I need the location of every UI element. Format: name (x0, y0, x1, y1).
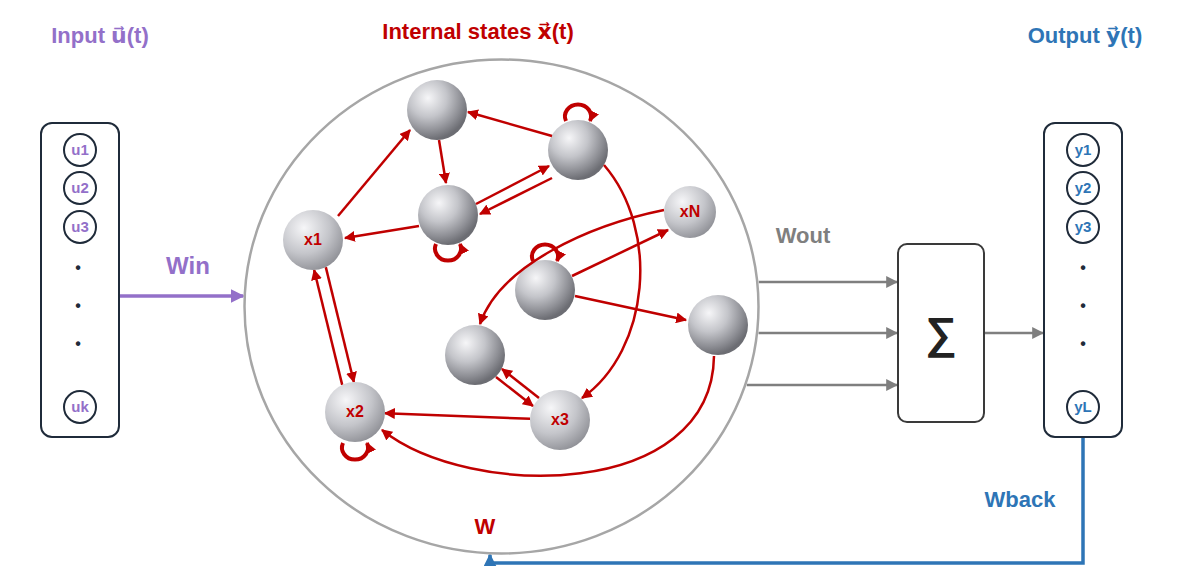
output-layer-box: y1y2y3yLOutput y⃗(t) (1043, 122, 1123, 438)
recurrent-arrow (385, 413, 530, 419)
neuron-label: y1 (1075, 142, 1092, 159)
self-loop (435, 244, 461, 261)
layer-heading: Input u⃗(t) (10, 24, 190, 48)
input-neuron: u2 (63, 171, 97, 205)
reservoir-weights-label: W (475, 515, 496, 539)
recurrent-arrow (345, 226, 419, 238)
weight-label: Win (166, 253, 210, 279)
reservoir-neuron: x2 (325, 382, 385, 442)
recurrent-arrow (382, 356, 714, 476)
input-neuron: u3 (63, 210, 97, 244)
neuron-sphere (418, 185, 478, 245)
recurrent-arrow (326, 267, 354, 382)
output-weights-arrow (747, 384, 897, 387)
weight-label: Wout (776, 224, 831, 248)
feedback-arrow (490, 438, 1083, 563)
hidden-neurons (407, 80, 748, 385)
layer-heading: Internal states x⃗(t) (343, 20, 613, 44)
output-weights-arrow (759, 281, 897, 284)
neuron-sphere (548, 120, 608, 180)
ellipsis-dot: • (75, 259, 81, 277)
recurrent-arrow (439, 140, 446, 183)
ellipsis-dot: • (1080, 335, 1086, 353)
input-neuron: u1 (63, 133, 97, 167)
recurrent-connections (338, 112, 714, 476)
recurrent-arrow (502, 369, 539, 398)
reservoir-neuron: x3 (530, 390, 590, 450)
recurrent-arrow (480, 178, 552, 214)
neuron-label: uk (71, 399, 89, 416)
output-neuron: y1 (1066, 133, 1100, 167)
layer-heading: Output y⃗(t) (995, 24, 1175, 48)
recurrent-arrow (314, 270, 342, 385)
self-loop (342, 443, 368, 460)
neuron-label: xN (680, 203, 700, 221)
sum-symbol: ∑ (925, 309, 956, 357)
reservoir-neuron: x1 (283, 210, 343, 270)
recurrent-arrow (582, 165, 640, 398)
reservoir-outline (243, 58, 760, 555)
neuron-label: y3 (1075, 219, 1092, 236)
recurrent-arrow (468, 112, 552, 136)
neuron-label: x2 (346, 403, 364, 421)
input-layer-box: u1u2u3ukInput u⃗(t) (40, 122, 120, 438)
output-neuron: y2 (1066, 171, 1100, 205)
output-weights-arrow (759, 332, 897, 335)
ellipsis-dot: • (1080, 259, 1086, 277)
recurrent-arrow (338, 130, 410, 216)
self-loop (532, 244, 558, 261)
summation-box: ∑ (897, 243, 985, 423)
recurrent-arrow (575, 296, 686, 320)
input-neuron: uk (63, 390, 97, 424)
recurrent-arrow (496, 377, 533, 406)
input-weights-arrow (120, 294, 243, 298)
reservoir-neuron: xN (664, 186, 716, 238)
reservoir-ellipse: x1x2x3xNInternal states x⃗(t) (243, 58, 760, 555)
neuron-label: y2 (1075, 180, 1092, 197)
recurrent-arrow (572, 230, 668, 276)
neuron-label: x3 (551, 411, 569, 429)
sum-output-arrow (985, 332, 1043, 335)
neuron-label: x1 (304, 231, 322, 249)
ellipsis-dot: • (75, 297, 81, 315)
neuron-sphere (688, 295, 748, 355)
neuron-label: u2 (71, 180, 89, 197)
neuron-sphere (407, 80, 467, 140)
ellipsis-dot: • (1080, 297, 1086, 315)
weight-label: Wback (985, 488, 1056, 512)
output-neuron: yL (1066, 390, 1100, 424)
output-neuron: y3 (1066, 210, 1100, 244)
reservoir-outline (245, 60, 759, 554)
neuron-label: u1 (71, 142, 89, 159)
ellipsis-dot: • (75, 335, 81, 353)
neuron-sphere (445, 325, 505, 385)
self-loop (565, 104, 591, 121)
neuron-label: yL (1074, 399, 1092, 416)
neuron-label: u3 (71, 219, 89, 236)
recurrent-arrow (480, 210, 664, 324)
